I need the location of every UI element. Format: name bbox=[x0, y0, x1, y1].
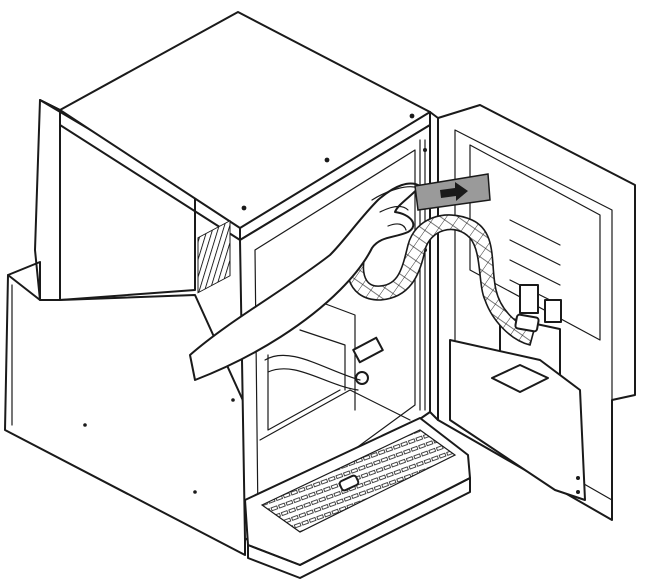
vent-grille-left bbox=[197, 219, 231, 294]
cabinet-body bbox=[4, 261, 246, 556]
service-door bbox=[419, 104, 636, 521]
hose-clamp bbox=[514, 313, 540, 333]
arrow-right-icon bbox=[440, 182, 468, 201]
pull-tab-label bbox=[414, 173, 491, 211]
drip-tray bbox=[244, 417, 471, 579]
flexible-hose bbox=[346, 214, 535, 346]
